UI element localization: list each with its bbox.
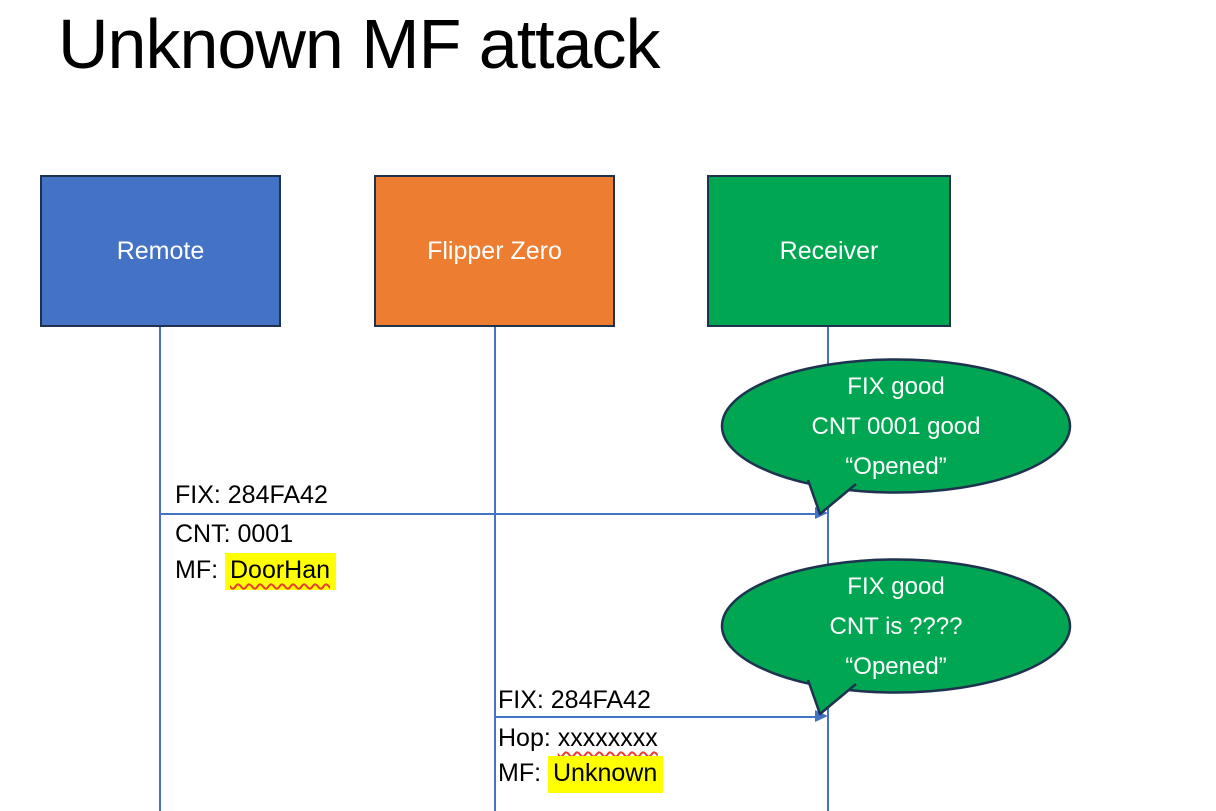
callout-ellipse <box>720 358 1072 494</box>
callout2-line1: FIX good <box>847 573 945 600</box>
callout-bubble-1 <box>720 358 1072 516</box>
callout-bubble-2 <box>720 558 1072 716</box>
actor-label-flipper-zero: Flipper Zero <box>427 236 562 265</box>
message1-mf-prefix: MF: <box>175 556 225 584</box>
message2-hop-value: xxxxxxxx <box>557 724 658 752</box>
actor-box-remote: Remote <box>40 175 281 327</box>
arrowhead-icon <box>815 710 828 722</box>
actor-box-flipper-zero: Flipper Zero <box>374 175 615 327</box>
callout-tail <box>806 679 857 716</box>
callout-ellipse <box>720 558 1072 694</box>
lifeline-flipper-zero <box>494 327 496 811</box>
message1-fix-label: FIX: 284FA42 <box>175 481 328 509</box>
message2-hop-label: Hop: xxxxxxxx <box>498 724 658 753</box>
message1-mf-value-highlight: DoorHan <box>225 553 337 590</box>
message2-fix-label: FIX: 284FA42 <box>498 686 651 714</box>
message2-mf-value-highlight: Unknown <box>548 756 664 793</box>
callout2-line2: CNT is ???? <box>829 613 963 640</box>
callout1-line3: “Opened” <box>845 453 947 480</box>
message-arrow-remote-to-receiver <box>160 513 816 515</box>
slide-title: Unknown MF attack <box>58 5 661 83</box>
message2-mf-label: MF: Unknown <box>498 756 664 793</box>
actor-label-receiver: Receiver <box>779 236 879 265</box>
message2-mf-prefix: MF: <box>498 759 548 787</box>
actor-label-remote: Remote <box>116 236 205 265</box>
actor-box-receiver: Receiver <box>707 175 951 327</box>
lifeline-remote <box>159 327 161 811</box>
message1-cnt-label: CNT: 0001 <box>175 520 294 548</box>
message-arrow-flipper-to-receiver <box>494 716 816 718</box>
callout1-text: FIX good CNT 0001 good “Opened” <box>740 367 1052 487</box>
callout1-line1: FIX good <box>847 373 945 400</box>
callout-tail <box>806 479 857 516</box>
callout2-line3: “Opened” <box>845 653 947 680</box>
callout2-text: FIX good CNT is ???? “Opened” <box>740 567 1052 687</box>
message2-hop-prefix: Hop: <box>498 724 558 752</box>
message1-mf-label: MF: DoorHan <box>175 553 337 590</box>
callout1-line2: CNT 0001 good <box>811 413 981 440</box>
